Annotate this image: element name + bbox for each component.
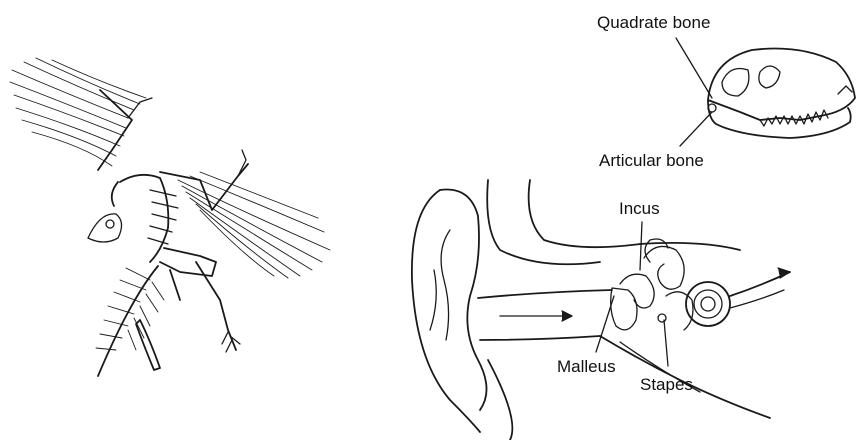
incus-label: Incus [619,200,660,217]
stapes-label: Stapes [640,376,693,393]
middle-inner-ear [600,239,790,418]
articular-bone-label: Articular bone [599,152,704,169]
quadrate-bone-label: Quadrate bone [597,14,710,31]
outer-ear [412,180,640,440]
malleus-label: Malleus [557,358,616,375]
